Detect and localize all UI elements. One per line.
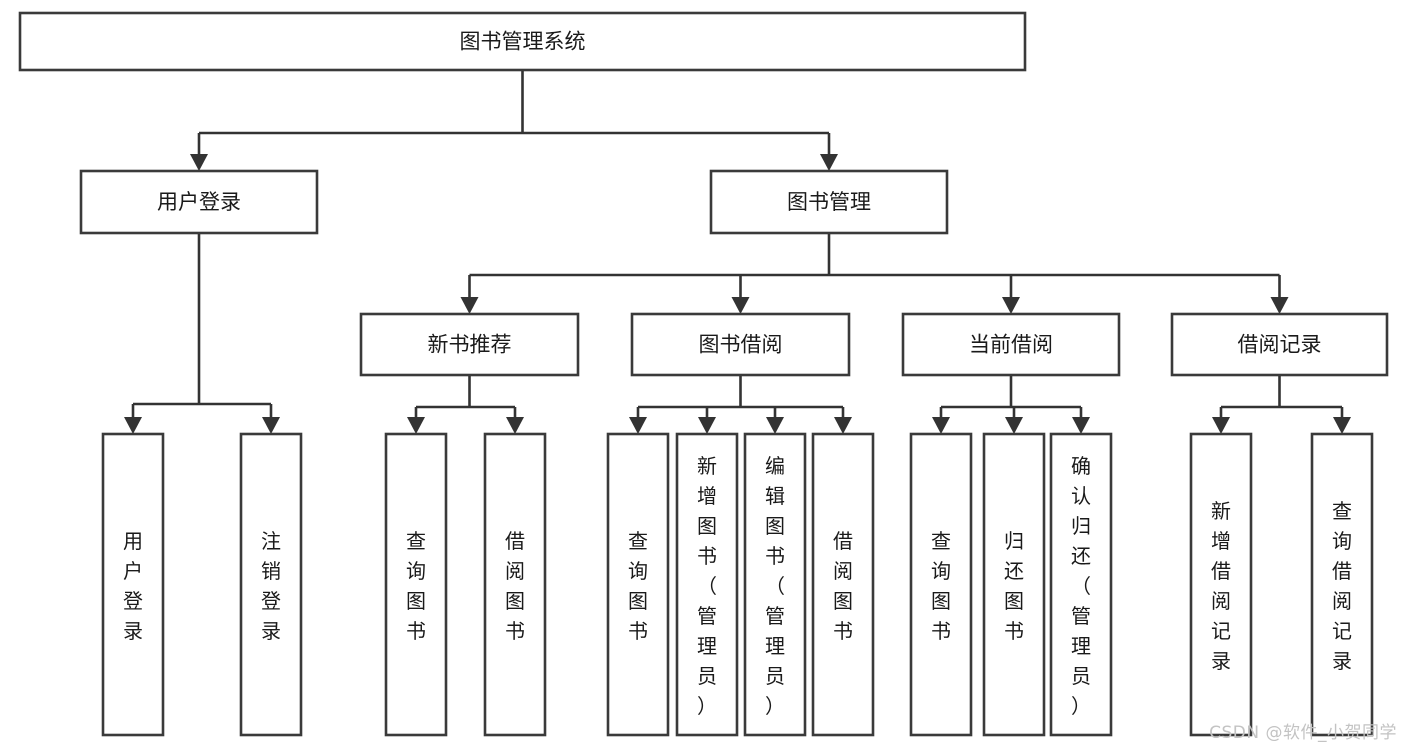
node-label: 当前借阅 — [969, 333, 1053, 357]
node-box — [239, 432, 303, 737]
node-current-borrow[interactable]: 当前借阅 — [901, 312, 1121, 377]
node-label: 借阅图书 — [505, 529, 525, 643]
arrowhead-new-book-recommend-leaf-borrow-book-rec — [506, 417, 524, 434]
arrowhead-user-login-leaf-logout — [262, 417, 280, 434]
arrowhead-book-manage-book-borrow — [731, 297, 750, 314]
node-label: 查询图书 — [406, 529, 426, 643]
edges-layer — [124, 70, 1351, 434]
node-label: 用户登录 — [123, 529, 143, 643]
node-box — [359, 312, 580, 377]
arrowhead-borrow-record-leaf-query-borrow-record — [1333, 417, 1351, 434]
node-leaf-edit-book-admin[interactable]: 编辑图书（管理员） — [743, 432, 807, 737]
node-label: 编辑图书（管理员） — [765, 454, 785, 718]
node-box — [630, 312, 851, 377]
node-box — [79, 169, 319, 235]
arrowhead-book-borrow-leaf-edit-book-admin — [766, 417, 784, 434]
node-leaf-query-book-cb[interactable]: 查询图书 — [909, 432, 973, 737]
node-box — [483, 432, 547, 737]
node-box — [1189, 432, 1253, 737]
node-box — [101, 432, 165, 737]
node-label: 查询图书 — [931, 529, 951, 643]
arrowhead-new-book-recommend-leaf-query-book-rec — [407, 417, 425, 434]
node-label: 图书管理 — [787, 190, 871, 214]
node-box — [384, 432, 448, 737]
node-box — [1049, 432, 1113, 737]
node-leaf-borrow-book-rec[interactable]: 借阅图书 — [483, 432, 547, 737]
node-box — [606, 432, 670, 737]
arrowhead-book-borrow-leaf-borrow-book-bb — [834, 417, 852, 434]
node-box — [1170, 312, 1389, 377]
arrowhead-current-borrow-leaf-confirm-return-admin — [1072, 417, 1090, 434]
node-box — [1310, 432, 1374, 737]
arrowhead-root-user-login — [190, 154, 208, 171]
node-box — [982, 432, 1046, 737]
node-leaf-add-borrow-record[interactable]: 新增借阅记录 — [1189, 432, 1253, 737]
node-label: 用户登录 — [157, 190, 241, 214]
arrowhead-borrow-record-leaf-add-borrow-record — [1212, 417, 1230, 434]
node-root[interactable]: 图书管理系统 — [18, 11, 1027, 72]
node-leaf-query-book-rec[interactable]: 查询图书 — [384, 432, 448, 737]
node-box — [743, 432, 807, 737]
node-leaf-borrow-book-bb[interactable]: 借阅图书 — [811, 432, 875, 737]
nodes-layer: 图书管理系统用户登录图书管理新书推荐图书借阅当前借阅借阅记录用户登录注销登录查询… — [18, 11, 1389, 737]
node-label: 借阅图书 — [833, 529, 853, 643]
arrowhead-root-book-manage — [820, 154, 838, 171]
node-book-borrow[interactable]: 图书借阅 — [630, 312, 851, 377]
arrowhead-book-borrow-leaf-add-book-admin — [698, 417, 716, 434]
arrowhead-book-borrow-leaf-query-book-bb — [629, 417, 647, 434]
csdn-watermark: CSDN @软件_小贺同学 — [1209, 723, 1397, 743]
node-leaf-query-borrow-record[interactable]: 查询借阅记录 — [1310, 432, 1374, 737]
node-label: 图书管理系统 — [460, 30, 586, 54]
node-label: 新增借阅记录 — [1211, 499, 1231, 673]
node-leaf-user-login[interactable]: 用户登录 — [101, 432, 165, 737]
node-label: 新书推荐 — [428, 333, 512, 357]
node-label: 查询图书 — [628, 529, 648, 643]
arrowhead-book-manage-borrow-record — [1270, 297, 1289, 314]
node-leaf-query-book-bb[interactable]: 查询图书 — [606, 432, 670, 737]
node-label: 新增图书（管理员） — [697, 454, 717, 718]
node-box — [909, 432, 973, 737]
node-new-book-recommend[interactable]: 新书推荐 — [359, 312, 580, 377]
node-box — [811, 432, 875, 737]
node-leaf-logout[interactable]: 注销登录 — [239, 432, 303, 737]
node-book-manage[interactable]: 图书管理 — [709, 169, 949, 235]
node-leaf-confirm-return-admin[interactable]: 确认归还（管理员） — [1049, 432, 1113, 737]
node-leaf-add-book-admin[interactable]: 新增图书（管理员） — [675, 432, 739, 737]
node-label: 归还图书 — [1004, 529, 1024, 643]
node-label: 借阅记录 — [1238, 333, 1322, 357]
arrowhead-user-login-leaf-user-login — [124, 417, 142, 434]
node-box — [18, 11, 1027, 72]
arrowhead-current-borrow-leaf-query-book-cb — [932, 417, 950, 434]
arrowhead-book-manage-new-book-recommend — [460, 297, 479, 314]
node-leaf-return-book[interactable]: 归还图书 — [982, 432, 1046, 737]
node-label: 查询借阅记录 — [1332, 499, 1352, 673]
node-label: 图书借阅 — [699, 333, 783, 357]
arrowhead-book-manage-current-borrow — [1002, 297, 1020, 314]
node-user-login[interactable]: 用户登录 — [79, 169, 319, 235]
node-box — [675, 432, 739, 737]
arrowhead-current-borrow-leaf-return-book — [1005, 417, 1023, 434]
node-box — [901, 312, 1121, 377]
node-box — [709, 169, 949, 235]
node-borrow-record[interactable]: 借阅记录 — [1170, 312, 1389, 377]
node-label: 注销登录 — [261, 529, 281, 643]
node-label: 确认归还（管理员） — [1071, 454, 1091, 718]
